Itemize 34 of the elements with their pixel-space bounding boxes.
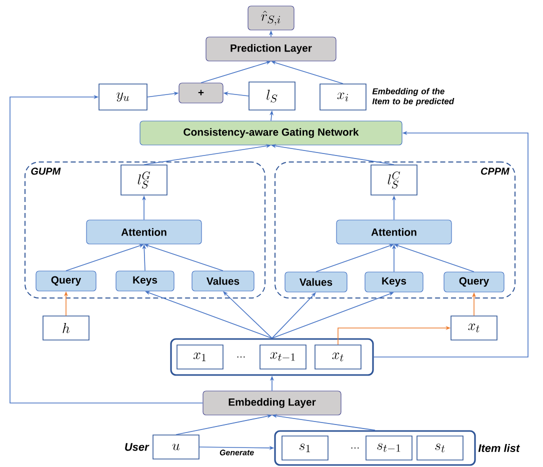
attention-box: Keys xyxy=(116,270,174,292)
variable-box: $s_t$ xyxy=(416,436,464,460)
attention-box: Query xyxy=(36,270,96,292)
ellipsis-text: … xyxy=(237,356,245,358)
attention-box: Attention xyxy=(86,220,202,244)
variable-box: $x_{t-1}$ xyxy=(260,344,306,370)
layer-box: Prediction Layer xyxy=(206,36,336,62)
annotation-text: Embedding of the Item to be predicted xyxy=(372,88,454,106)
variable-box: $l_S$ xyxy=(248,82,296,110)
variable-box: $s_1$ xyxy=(282,436,328,460)
gating-network-box: Consistency-aware Gating Network xyxy=(140,120,402,146)
attention-box: Values xyxy=(192,270,254,292)
annotation-text: User xyxy=(125,443,150,451)
variable-box: $y_u$ xyxy=(98,84,148,110)
layer-box: + xyxy=(178,82,224,104)
annotation-text: Item list xyxy=(478,444,520,452)
variable-box: $l_S^G$ xyxy=(120,164,168,196)
variable-box: $x_t$ xyxy=(450,316,498,340)
arrow xyxy=(10,94,204,404)
attention-box: Query xyxy=(444,272,504,292)
variable-box: $x_i$ xyxy=(320,84,366,110)
attention-box: Attention xyxy=(336,220,452,244)
variable-box: $s_{t-1}$ xyxy=(366,436,412,460)
variable-box: $h$ xyxy=(42,316,90,340)
sequence-box xyxy=(170,338,374,376)
attention-box: Keys xyxy=(364,272,424,292)
layer-box: Embedding Layer xyxy=(202,390,342,416)
ellipsis-text: … xyxy=(351,447,359,449)
layer-box: $\hat{r}_{S,i}$ xyxy=(248,6,294,30)
variable-box: $u$ xyxy=(152,434,200,460)
variable-box: $x_1$ xyxy=(176,344,224,370)
attention-box: Values xyxy=(284,272,348,292)
variable-box: $l_S^C$ xyxy=(370,164,418,196)
variable-box: $x_t$ xyxy=(314,344,362,370)
